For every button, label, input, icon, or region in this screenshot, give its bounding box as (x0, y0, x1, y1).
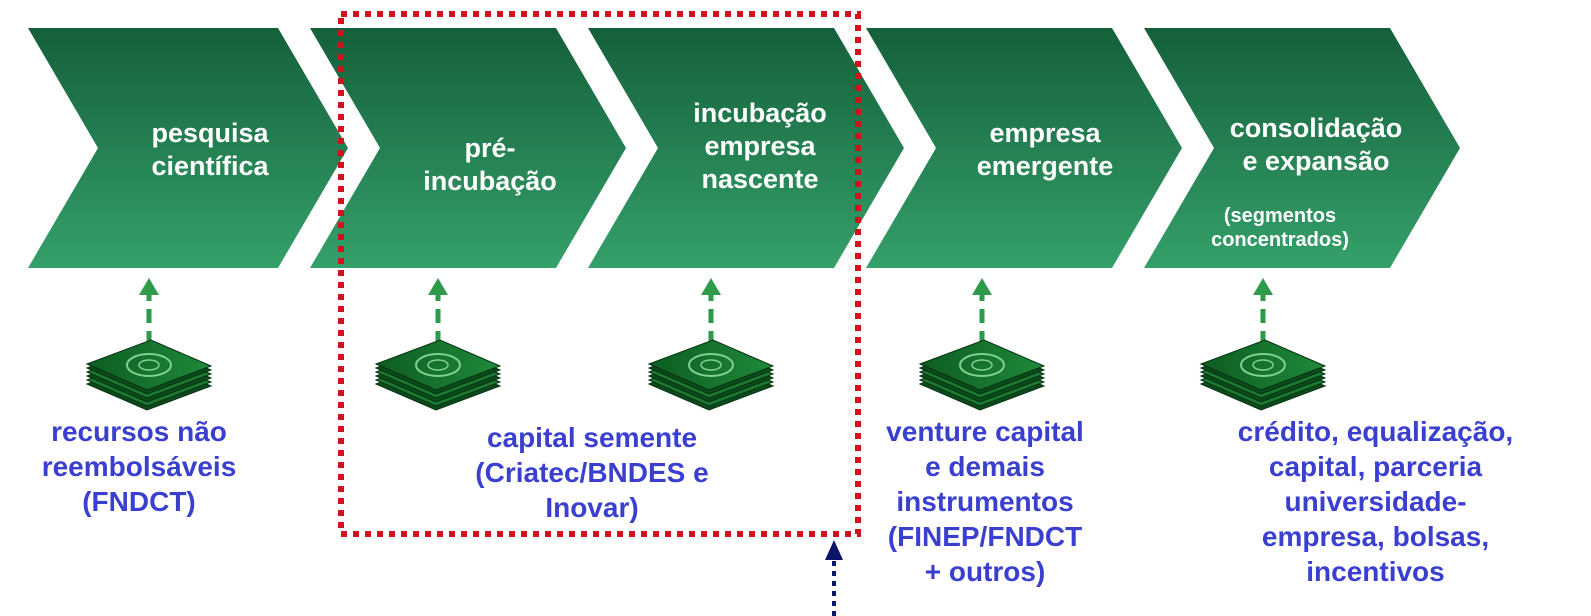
money-stack-icon (918, 339, 1046, 411)
arrow-up-icon (428, 278, 448, 345)
arrow-up-icon (139, 278, 159, 345)
chevron-consolidacao (1144, 28, 1460, 268)
stage-label-pre-incubacao: pré- incubação (423, 133, 557, 196)
pointer-arrow-icon (825, 540, 843, 616)
money-stack-icon (647, 339, 775, 411)
arrow-up-icon (701, 278, 721, 345)
funding-label-venture-capital: venture capital e demais instrumentos (F… (886, 416, 1084, 587)
chevron-pesquisa (28, 28, 348, 268)
stage-label-empresa-emergente: empresa emergente (976, 118, 1114, 181)
stage-label-pesquisa: pesquisa científica (151, 118, 269, 181)
chevron-pre-incubacao (310, 28, 626, 268)
stage-note-segmentos: (segmentos concentrados) (1211, 205, 1349, 251)
chevron-incubacao (588, 28, 904, 268)
money-stack-icon (85, 339, 213, 411)
stage-label-incubacao: incubação empresa nascente (693, 98, 827, 194)
arrow-up-icon (972, 278, 992, 345)
money-stack-icon (1199, 339, 1327, 411)
funding-label-capital-semente: capital semente (Criatec/BNDES e Inovar) (475, 422, 709, 523)
seed-capital-highlight-box (338, 11, 861, 537)
arrow-up-icon (1253, 278, 1273, 345)
money-stack-icon (374, 339, 502, 411)
funding-label-recursos: recursos não reembolsáveis (FNDCT) (41, 416, 237, 517)
chevron-empresa-emergente (866, 28, 1182, 268)
funding-label-credito: crédito, equalização, capital, parceria … (1237, 416, 1514, 587)
stage-label-consolidacao: consolidação e expansão (1229, 113, 1403, 176)
